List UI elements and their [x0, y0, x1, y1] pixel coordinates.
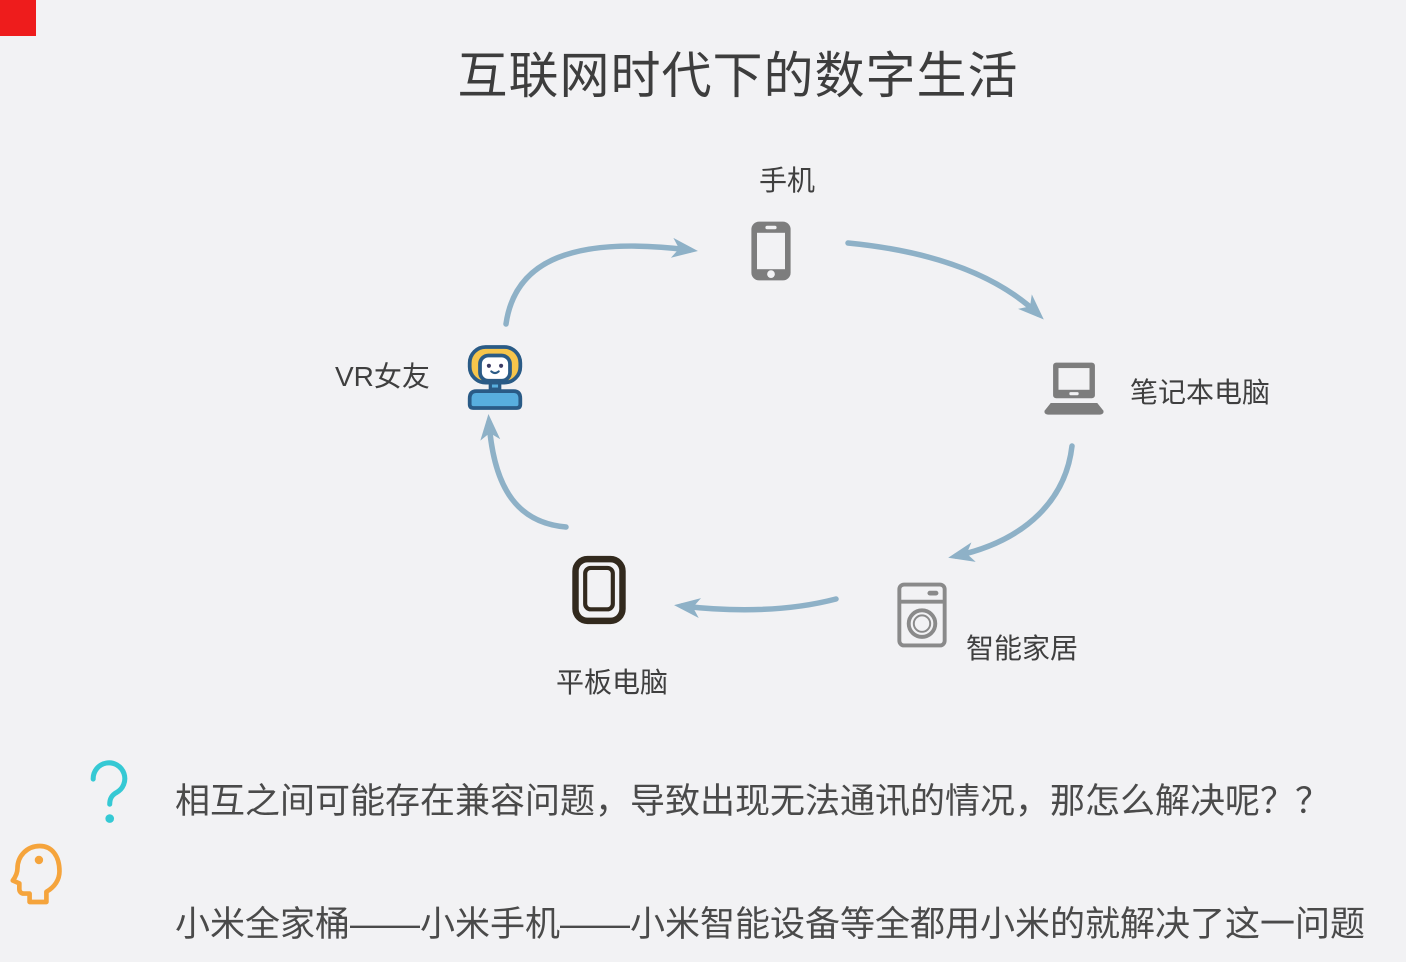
tablet-icon — [572, 555, 626, 625]
thinking-head-icon — [10, 843, 62, 905]
question-mark-icon — [90, 760, 128, 823]
smartphone-icon — [751, 221, 791, 281]
red-marker — [0, 0, 36, 36]
label-vr-girlfriend: VR女友 — [335, 361, 430, 392]
label-smarthome: 智能家居 — [966, 633, 1079, 664]
vr-girlfriend-icon — [467, 345, 523, 410]
arrow-smarthome-to-tablet — [674, 596, 839, 618]
arrow-phone-to-laptop — [845, 240, 1044, 320]
question-text: 相互之间可能存在兼容问题，导致出现无法通讯的情况，那怎么解决呢？？ — [175, 782, 1331, 821]
page-title: 互联网时代下的数字生活 — [457, 48, 1019, 104]
label-phone: 手机 — [758, 165, 815, 196]
arrow-laptop-to-smarthome — [948, 443, 1075, 562]
answer-text: 小米全家桶——小米手机——小米智能设备等全都用小米的就解决了这一问题 — [175, 905, 1366, 944]
laptop-icon — [1044, 362, 1104, 415]
arrow-vr-to-phone — [503, 237, 698, 327]
label-laptop: 笔记本电脑 — [1130, 377, 1271, 408]
washing-machine-icon — [897, 582, 947, 648]
arrow-tablet-to-vr — [480, 414, 569, 530]
label-tablet: 平板电脑 — [556, 667, 669, 698]
